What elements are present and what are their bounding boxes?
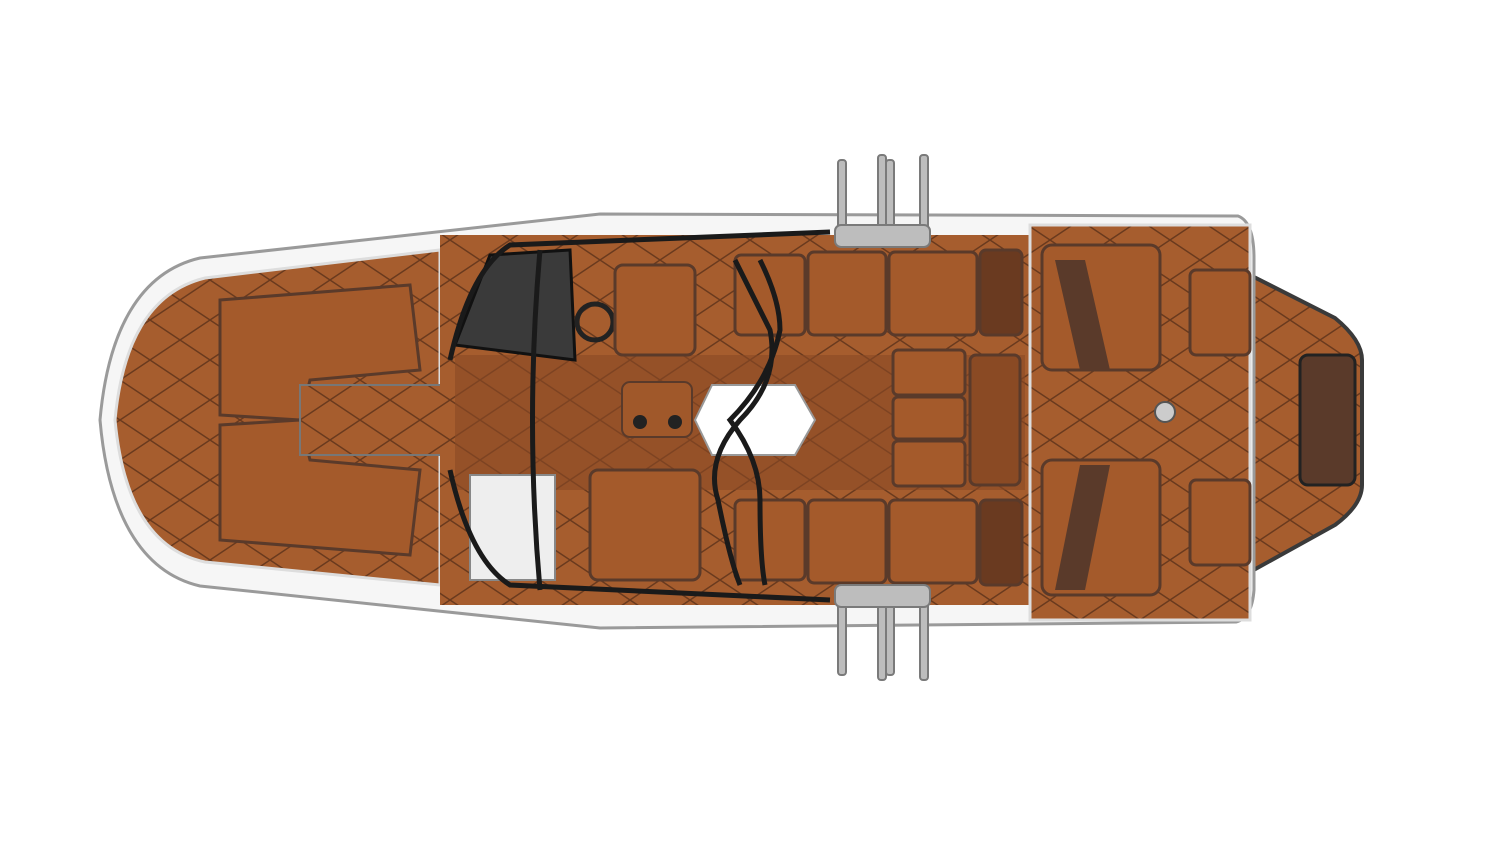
passenger-seat	[588, 468, 702, 582]
cupholder	[633, 415, 647, 429]
center-bench	[891, 348, 1022, 488]
wakeboard-rack-starboard	[834, 584, 931, 681]
floor-hatch	[693, 384, 817, 456]
lounge-stripe	[1055, 260, 1110, 590]
speaker	[1154, 401, 1176, 423]
steering-wheel	[574, 301, 616, 343]
windshield-passenger	[469, 474, 556, 581]
wake-tower	[447, 229, 831, 603]
cupholder	[668, 415, 682, 429]
port-side-seats	[733, 248, 1024, 337]
rear-seat-top	[1188, 268, 1252, 357]
driver-seat	[613, 263, 697, 357]
bow-walkway	[299, 384, 461, 456]
bow-seat-top	[218, 283, 422, 422]
rear-seat-bottom	[1188, 478, 1252, 567]
cupholder-panel	[621, 381, 693, 438]
wakeboard-rack-port	[834, 154, 931, 248]
starboard-side-seats	[733, 498, 1024, 587]
platform-step	[1298, 353, 1357, 487]
